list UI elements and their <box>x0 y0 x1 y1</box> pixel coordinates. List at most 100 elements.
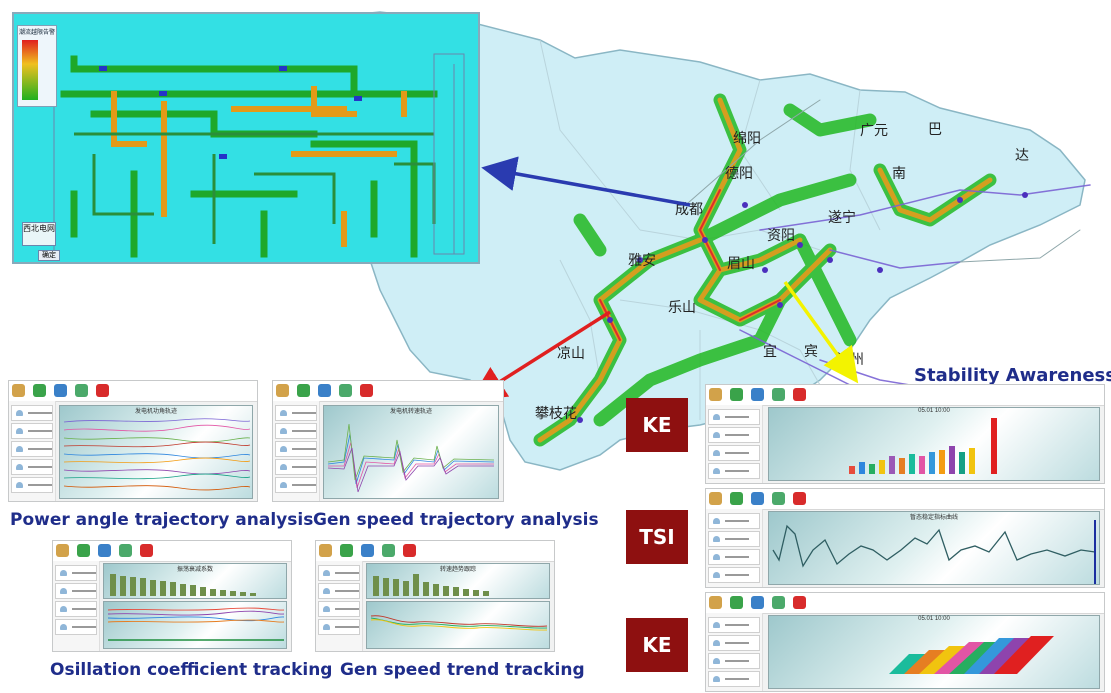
back-icon[interactable] <box>751 492 764 505</box>
gen-trend-bar-plot: 转速趋势跟踪 <box>366 563 550 599</box>
cloud-icon <box>16 410 23 416</box>
cloud-icon <box>16 446 23 452</box>
plot-title: 发电机功角轨迹 <box>134 409 177 415</box>
transmission-corridors <box>533 93 1091 447</box>
cloud-icon <box>16 428 23 434</box>
sidebar-item[interactable] <box>708 409 760 425</box>
alarm-legend: 潮流越限告警 <box>17 25 57 107</box>
close-icon[interactable] <box>96 384 109 397</box>
cloud-icon <box>60 588 67 594</box>
sidebar-item[interactable] <box>11 405 53 421</box>
sidebar-item[interactable] <box>708 427 760 443</box>
back-icon[interactable] <box>98 544 111 557</box>
sidebar-item[interactable] <box>11 477 53 493</box>
sidebar-item[interactable] <box>318 619 360 635</box>
calc-icon[interactable] <box>339 384 352 397</box>
cloud-icon <box>280 464 287 470</box>
sidebar-item[interactable] <box>275 459 317 475</box>
folder-icon[interactable] <box>12 384 25 397</box>
save-icon[interactable] <box>77 544 90 557</box>
sidebar-item[interactable] <box>708 445 760 461</box>
sidebar-item[interactable] <box>55 565 97 581</box>
confirm-button[interactable]: 确定 <box>38 250 60 261</box>
folder-icon[interactable] <box>709 388 722 401</box>
cloud-icon <box>713 432 720 438</box>
sidebar-item[interactable] <box>275 423 317 439</box>
calc-icon[interactable] <box>772 492 785 505</box>
cloud-icon <box>280 482 287 488</box>
cloud-icon <box>323 606 330 612</box>
close-icon[interactable] <box>403 544 416 557</box>
sidebar-item[interactable] <box>708 513 760 529</box>
cloud-icon <box>713 414 720 420</box>
close-icon[interactable] <box>793 492 806 505</box>
save-icon[interactable] <box>730 388 743 401</box>
plot-title: 发电机转速轨迹 <box>389 409 432 415</box>
oscillation-lines <box>107 607 285 641</box>
folder-icon[interactable] <box>276 384 289 397</box>
back-icon[interactable] <box>361 544 374 557</box>
save-icon[interactable] <box>730 492 743 505</box>
map-label: 宜 <box>763 344 777 360</box>
sidebar-item[interactable] <box>55 619 97 635</box>
sidebar-item[interactable] <box>275 405 317 421</box>
map-label: 巴 <box>928 122 942 138</box>
sidebar-item[interactable] <box>55 601 97 617</box>
sidebar-item[interactable] <box>708 617 760 633</box>
sidebar-item[interactable] <box>11 423 53 439</box>
sidebar-item[interactable] <box>318 583 360 599</box>
back-icon[interactable] <box>318 384 331 397</box>
close-icon[interactable] <box>360 384 373 397</box>
plot-title: 转速趋势跟踪 <box>439 567 476 573</box>
sidebar-item[interactable] <box>275 477 317 493</box>
toolbar <box>9 381 257 402</box>
sidebar-item[interactable] <box>275 441 317 457</box>
sidebar-item[interactable] <box>708 567 760 583</box>
sidebar <box>9 401 56 501</box>
save-icon[interactable] <box>33 384 46 397</box>
calc-icon[interactable] <box>772 596 785 609</box>
caption-stability: Stability Awareness <box>914 365 1111 386</box>
ke-bottom-window[interactable]: 05.01 10:00 <box>705 592 1105 692</box>
sidebar-item[interactable] <box>708 531 760 547</box>
sidebar-item[interactable] <box>708 635 760 651</box>
substation-diagram-panel[interactable]: 潮流越限告警 西北电网 确定 <box>12 12 480 264</box>
gen-speed-window[interactable]: 发电机转速轨迹 <box>272 380 504 502</box>
folder-icon[interactable] <box>56 544 69 557</box>
folder-icon[interactable] <box>709 492 722 505</box>
cloud-icon <box>713 572 720 578</box>
save-icon[interactable] <box>297 384 310 397</box>
save-icon[interactable] <box>730 596 743 609</box>
oscillation-window[interactable]: 振荡衰减系数 <box>52 540 292 652</box>
calc-icon[interactable] <box>772 388 785 401</box>
ke-top-window[interactable]: 05.01 10:00 <box>705 384 1105 484</box>
sidebar-item[interactable] <box>708 549 760 565</box>
sidebar-item[interactable] <box>55 583 97 599</box>
sidebar-item[interactable] <box>708 671 760 687</box>
sidebar-item[interactable] <box>11 459 53 475</box>
sidebar-item[interactable] <box>318 565 360 581</box>
sidebar <box>706 405 763 483</box>
sidebar-item[interactable] <box>708 653 760 669</box>
ke-3d-slabs <box>889 636 1054 674</box>
power-angle-window[interactable]: 发电机功角轨迹 <box>8 380 258 502</box>
close-icon[interactable] <box>793 388 806 401</box>
folder-icon[interactable] <box>709 596 722 609</box>
sidebar-item[interactable] <box>318 601 360 617</box>
back-icon[interactable] <box>751 388 764 401</box>
plot-title: 暂态稳定指标曲线 <box>909 515 958 521</box>
tsi-window[interactable]: 暂态稳定指标曲线 <box>705 488 1105 588</box>
sidebar-item[interactable] <box>708 463 760 479</box>
folder-icon[interactable] <box>319 544 332 557</box>
sidebar-item[interactable] <box>11 441 53 457</box>
close-icon[interactable] <box>793 596 806 609</box>
calc-icon[interactable] <box>75 384 88 397</box>
cloud-icon <box>16 482 23 488</box>
close-icon[interactable] <box>140 544 153 557</box>
back-icon[interactable] <box>54 384 67 397</box>
back-icon[interactable] <box>751 596 764 609</box>
save-icon[interactable] <box>340 544 353 557</box>
calc-icon[interactable] <box>119 544 132 557</box>
gen-trend-window[interactable]: 转速趋势跟踪 <box>315 540 555 652</box>
calc-icon[interactable] <box>382 544 395 557</box>
